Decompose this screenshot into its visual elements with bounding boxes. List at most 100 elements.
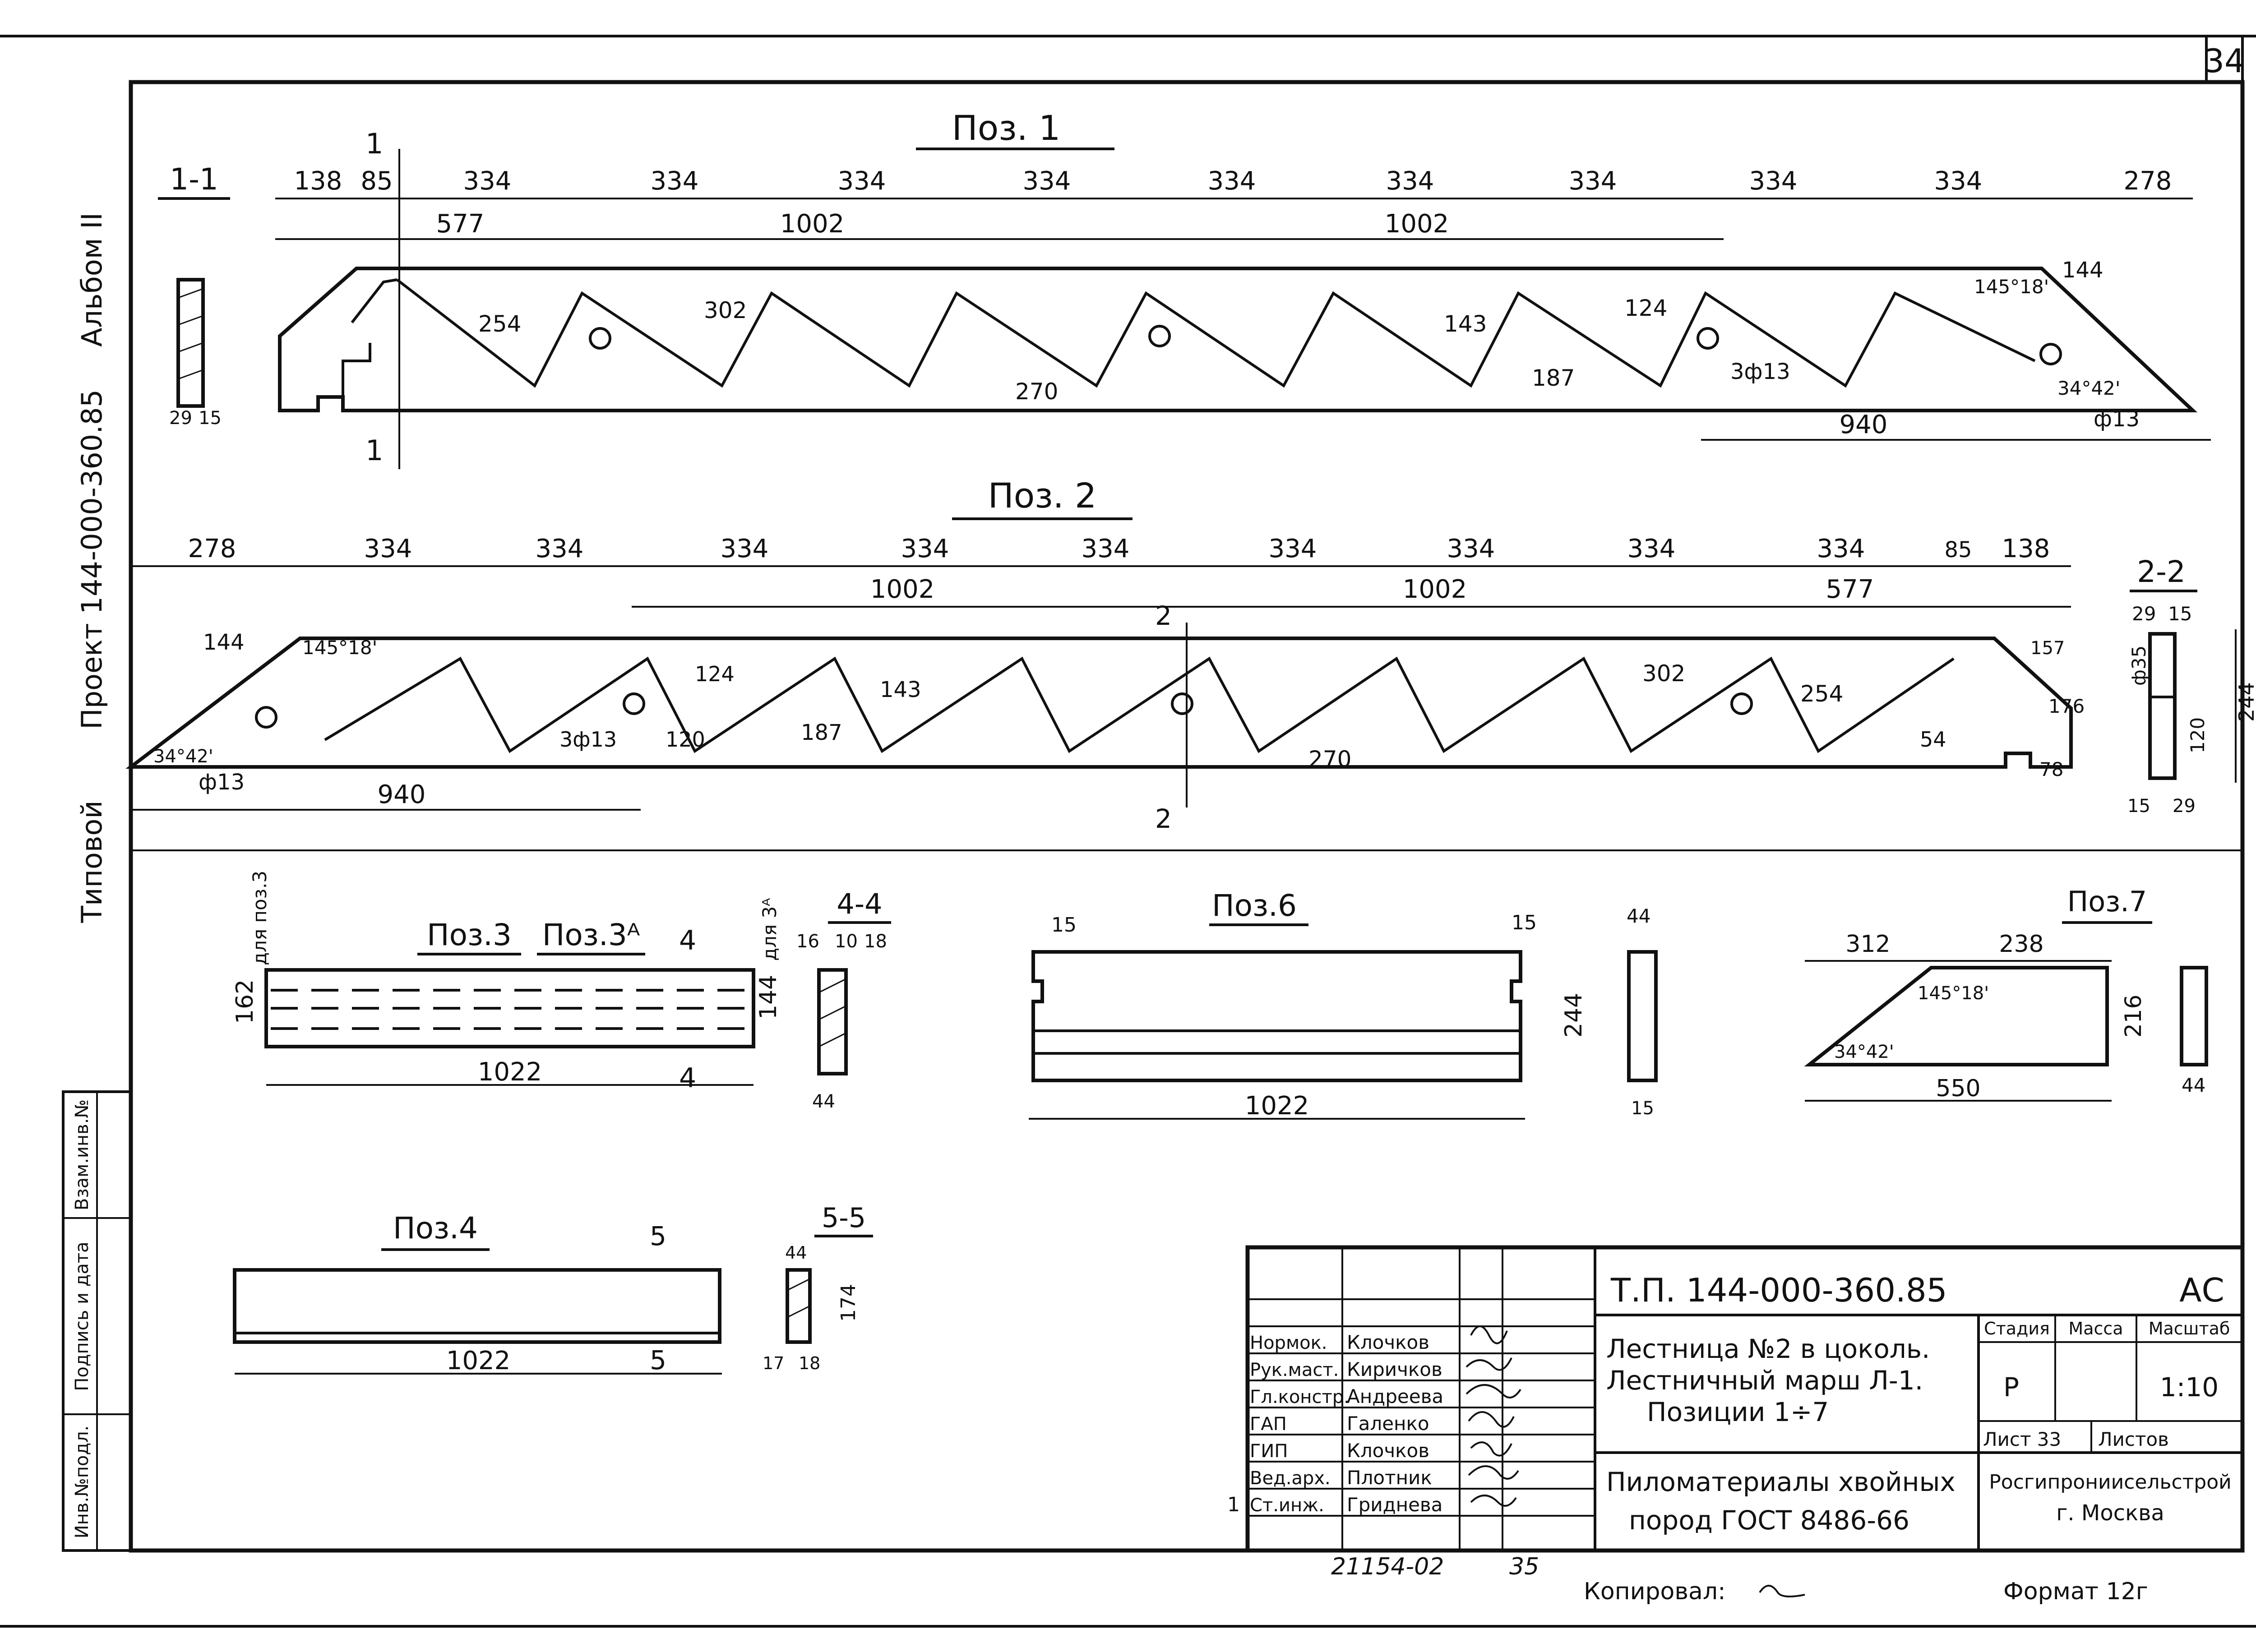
section-4-4: 4-4 16 10 18 44 [796, 887, 891, 1112]
poz1-dim-334-9: 334 [1934, 166, 1983, 196]
poz3a-for-label: для 3ᴬ [758, 898, 781, 961]
sec11-dim-15: 15 [199, 408, 222, 429]
footer-copied: Копировал: [1584, 1578, 1726, 1605]
poz1-hole-3 [1697, 327, 1719, 350]
poz1-dim-143: 143 [1444, 311, 1487, 337]
sheet-number-box [2205, 35, 2244, 83]
section-5-5: 5-5 44 174 17 18 [763, 1202, 873, 1373]
tb-stage-label: Стадия [1984, 1319, 2050, 1338]
tb-stage-value: Р [2003, 1372, 2019, 1403]
sec22-dim-29b: 29 [2173, 796, 2196, 817]
poz2-dim-157: 157 [2030, 638, 2065, 659]
tb-name-0: Клочков [1347, 1331, 1429, 1353]
poz3-for-label: для поз.3 [249, 871, 271, 965]
poz2-dim-278: 278 [188, 534, 236, 563]
tb-name-1: Киричков [1347, 1358, 1442, 1380]
poz2-top-dims: 278 334 334 334 334 334 334 334 334 334 … [153, 534, 2085, 809]
poz7-profile [2180, 966, 2208, 1066]
tb-mark: АС [2179, 1271, 2224, 1309]
poz6-sec-dim-15: 15 [1631, 1098, 1654, 1119]
tb-name-2: Андреева [1347, 1385, 1443, 1407]
drawing-frame [129, 80, 2245, 1553]
tb-sheets-label: Листов [2098, 1428, 2169, 1450]
tb-role-6: Ст.инж. [1250, 1495, 1324, 1516]
poz1-dim-270: 270 [1015, 378, 1058, 405]
poz1-dim-1002-2: 1002 [1385, 209, 1449, 239]
poz3-dim-1022: 1022 [478, 1057, 542, 1087]
tb-mass-label: Масса [2068, 1319, 2123, 1338]
poz2-dim-334-9: 334 [1817, 534, 1865, 563]
poz1-dim-302: 302 [704, 297, 747, 323]
title-block: Т.П. 144-000-360.85 АС Нормок. Рук.маст.… [1245, 1245, 2245, 1553]
footer: 1 21154-02 35 Копировал: Формат 12г [1227, 1493, 2148, 1605]
poz2-dim-1002-1: 1002 [870, 575, 935, 604]
sec55-title: 5-5 [822, 1202, 866, 1234]
poz7-dim-34-42: 34°42' [1834, 1042, 1894, 1062]
footer-format: Формат 12г [2003, 1578, 2148, 1605]
sec55-hatch-1 [787, 1278, 810, 1291]
poz2-dim-176: 54 [1920, 727, 1946, 752]
poz1-dim-278: 278 [2124, 166, 2172, 196]
poz1-top-dims: 138 85 334 334 334 334 334 334 334 334 3… [294, 166, 2172, 439]
poz1-title: Поз. 1 [952, 108, 1061, 148]
sheet-number: 34 [2204, 42, 2245, 80]
sec22-dim-f35: ф35 [2128, 646, 2150, 686]
poz3-title: Поз.3 [427, 918, 512, 952]
poz3-view: Поз.3 Поз.3ᴬ 1022 162 144 для поз.3 для … [231, 871, 782, 1094]
poz1-dim-334-1: 334 [463, 166, 512, 196]
tb-name-6: Гриднева [1347, 1494, 1442, 1516]
poz1-dim-f13: ф13 [2094, 406, 2140, 432]
poz7-dim-312: 312 [1845, 931, 1890, 958]
cut-2-bottom: 2 [1155, 803, 1172, 834]
poz7-dim-145-18: 145°18' [1918, 983, 1989, 1004]
poz1-dim-334-7: 334 [1569, 166, 1617, 196]
poz1-dim-187: 187 [1532, 365, 1575, 391]
poz2-dim-124: 124 [695, 662, 735, 686]
poz6-dim-15-right: 15 [1512, 911, 1537, 934]
poz2-dim-302: 302 [1642, 660, 1685, 687]
poz6-dim-1022: 1022 [1245, 1091, 1309, 1121]
poz3-board [264, 968, 755, 1048]
tb-role-5: Вед.арх. [1250, 1468, 1331, 1489]
tb-role-4: ГИП [1250, 1441, 1288, 1462]
poz2-dim-1002-2: 1002 [1403, 575, 1467, 604]
poz2-notches [324, 656, 1955, 753]
sec55-dim-17: 17 [763, 1353, 784, 1373]
sec22-profile [2148, 632, 2177, 780]
poz3a-title: Поз.3ᴬ [542, 918, 640, 952]
poz1-dim-334-8: 334 [1749, 166, 1798, 196]
poz7-title: Поз.7 [2067, 885, 2147, 918]
poz2-dim-143: 143 [880, 677, 921, 702]
footer-inv: 21154-02 [1331, 1553, 1444, 1580]
stamp-replace-label: Взам.инв.№ [72, 1099, 92, 1210]
poz2-dim-f13: ф13 [199, 770, 245, 795]
poz2-dim-138: 138 [2002, 534, 2050, 563]
sec44-dim-18: 18 [864, 931, 887, 952]
poz1-dim-3f13: 3ф13 [1730, 359, 1790, 384]
tb-title-line-1: Лестница №2 в цоколь. [1606, 1334, 1930, 1364]
tb-org: Росгипрониисельстрой [1989, 1471, 2232, 1494]
type-label: Типовой [75, 800, 108, 923]
sec22-dim-15b: 15 [2127, 796, 2150, 817]
album-label: Альбом II [75, 212, 108, 347]
poz2-dim-334-7: 334 [1447, 534, 1495, 563]
poz2-dim-334-6: 334 [1269, 534, 1317, 563]
tb-name-3: Галенко [1347, 1412, 1429, 1435]
poz1-dim-334-4: 334 [1023, 166, 1071, 196]
poz6-dim-15-left: 15 [1051, 914, 1077, 937]
poz2-dim-334-1: 334 [364, 534, 412, 563]
poz2-dim-940: 940 [378, 780, 426, 809]
poz6-profile [1627, 950, 1658, 1082]
sec44-dim-16: 16 [796, 931, 819, 952]
tb-scale-value: 1:10 [2160, 1372, 2219, 1403]
poz1-hole-2 [1148, 325, 1171, 347]
tb-name-4: Клочков [1347, 1440, 1429, 1462]
poz2-dim-34-42: 34°42' [153, 746, 213, 767]
poz1-dim-145-18: 145°18' [1974, 276, 2049, 298]
poz2-dim-85: 85 [1944, 537, 1972, 563]
poz2-dim-254: 254 [1800, 681, 1843, 707]
tb-role-3: ГАП [1250, 1414, 1287, 1435]
sec44-title: 4-4 [837, 887, 882, 920]
sec44-hatch-1 [818, 978, 846, 993]
poz2-dim-334-2: 334 [536, 534, 584, 563]
